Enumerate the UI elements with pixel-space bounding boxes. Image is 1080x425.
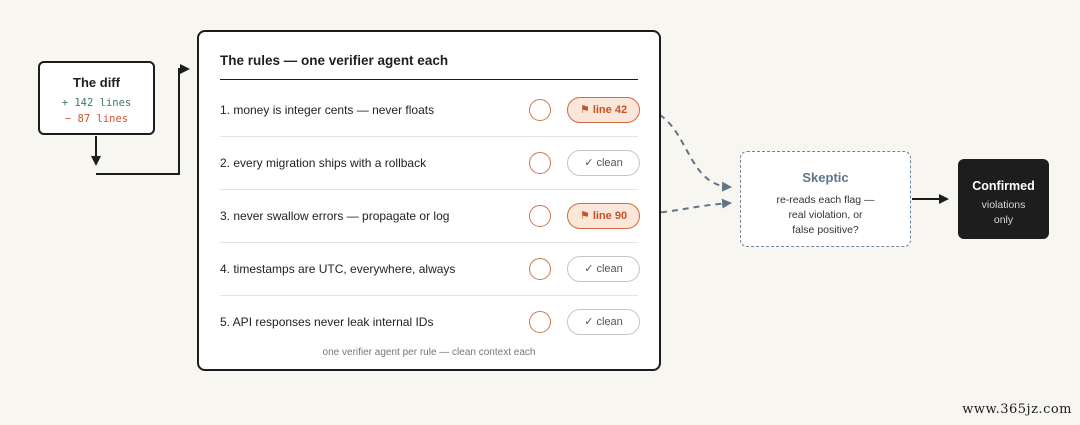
confirmed-box: Confirmed violations only	[958, 159, 1049, 239]
watermark: www.365jz.com	[962, 402, 1072, 417]
confirmed-text-line: only	[993, 214, 1014, 226]
verifier-circle-icon	[529, 152, 551, 174]
rule-row: 3. never swallow errors — propagate or l…	[220, 190, 640, 243]
diff-removed-lines: − 87 lines	[64, 113, 129, 125]
confirmed-text-line: violations	[981, 199, 1026, 211]
rules-footnote: one verifier agent per rule — clean cont…	[322, 347, 536, 358]
rule-row: 4. timestamps are UTC, everywhere, alway…	[220, 243, 640, 296]
diff-box: The diff + 142 lines − 87 lines	[38, 61, 155, 135]
rule-row: 5. API responses never leak internal IDs…	[220, 296, 640, 348]
skeptic-text-line: false positive?	[792, 224, 859, 236]
skeptic-text-line: re-reads each flag —	[776, 194, 875, 206]
skeptic-title: Skeptic	[802, 170, 849, 185]
verifier-circle-icon	[529, 205, 551, 227]
rule-text: 4. timestamps are UTC, everywhere, alway…	[220, 262, 456, 276]
diff-added-lines: + 142 lines	[61, 97, 132, 109]
diff-title: The diff	[73, 75, 120, 90]
title-divider	[220, 79, 638, 80]
rule-text: 3. never swallow errors — propagate or l…	[220, 209, 450, 223]
verifier-circle-icon	[529, 258, 551, 280]
diff-to-rules-arrow	[96, 64, 190, 175]
rules-panel: The rules — one verifier agent each 1. m…	[197, 30, 661, 371]
skeptic-box: Skeptic re-reads each flag — real violat…	[740, 151, 911, 247]
rules-title: The rules — one verifier agent each	[220, 53, 449, 68]
skeptic-text-line: real violation, or	[788, 209, 863, 221]
rule-text: 2. every migration ships with a rollback	[220, 156, 427, 170]
rule-row: 1. money is integer cents — never floats…	[220, 84, 640, 137]
verifier-circle-icon	[529, 99, 551, 121]
confirmed-title: Confirmed	[972, 179, 1035, 193]
verifier-circle-icon	[529, 311, 551, 333]
rule-text: 5. API responses never leak internal IDs	[220, 315, 434, 329]
flag-badge[interactable]: ⚑ line 42	[567, 97, 640, 123]
rule-row: 2. every migration ships with a rollback…	[220, 137, 640, 190]
clean-badge[interactable]: ✓ clean	[567, 309, 640, 335]
clean-badge[interactable]: ✓ clean	[567, 256, 640, 282]
flag-badge[interactable]: ⚑ line 90	[567, 203, 640, 229]
clean-badge[interactable]: ✓ clean	[567, 150, 640, 176]
rule-text: 1. money is integer cents — never floats	[220, 103, 435, 117]
